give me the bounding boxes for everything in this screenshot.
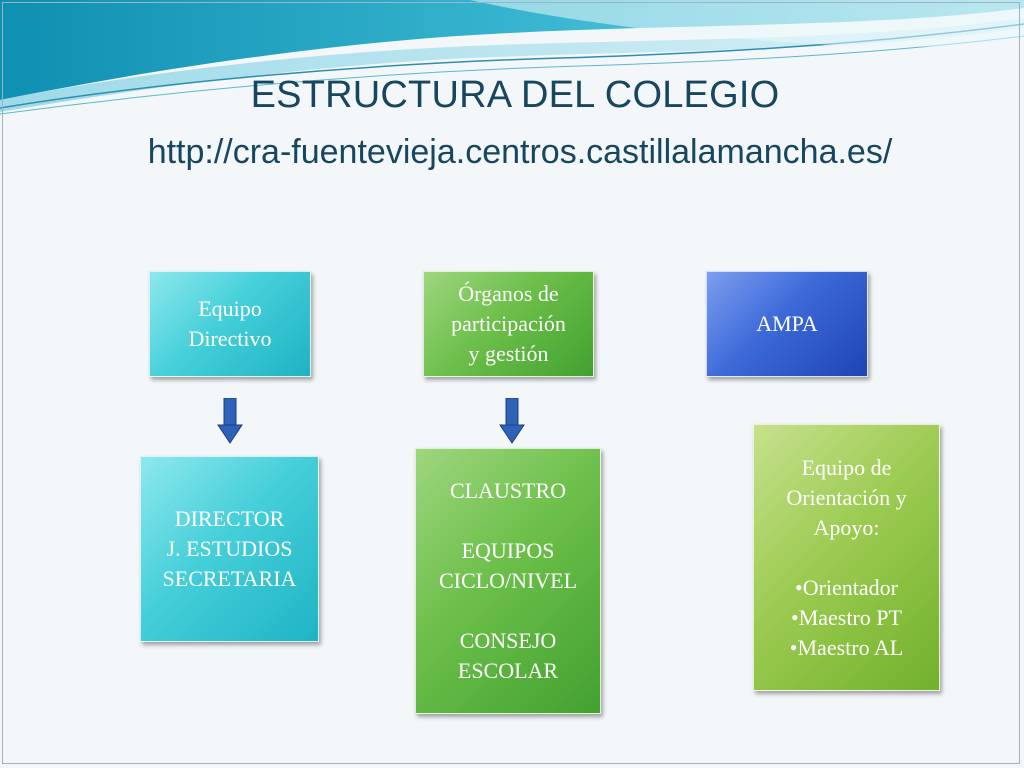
box-text-line: Órganos de (458, 281, 559, 306)
box-claustro: CLAUSTRO EQUIPOS CICLO/NIVEL CONSEJO ESCOLAR (415, 448, 601, 714)
box-text-line: ESCOLAR (457, 658, 559, 683)
box-text-line: EQUIPOS (461, 538, 555, 563)
box-text-line: Apoyo: (813, 514, 880, 540)
box-text-line: CONSEJO (459, 628, 557, 653)
box-text-line: •Orientador (795, 574, 898, 600)
box-text-line: AMPA (756, 311, 818, 336)
school-url: http://cra-fuentevieja.centros.castillal… (147, 133, 893, 171)
box-director: DIRECTOR J. ESTUDIOS SECRETARIA (140, 456, 319, 642)
box-text-line: CLAUSTRO (449, 478, 567, 503)
header-wave-decoration (0, 0, 1024, 115)
box-text-line: y gestión (468, 341, 549, 366)
down-arrow-icon (217, 398, 243, 444)
box-text-line: DIRECTOR (174, 506, 285, 531)
box-text-line: Equipo (198, 296, 262, 321)
box-equipo-orientacion: Equipo de Orientación y Apoyo: •Orientador •… (753, 424, 940, 691)
box-ampa: AMPA (706, 271, 868, 377)
down-arrow-icon (499, 398, 525, 444)
box-text-line: •Maestro PT (791, 604, 902, 630)
box-text-line: •Maestro AL (789, 634, 904, 660)
box-text-line: Directivo (188, 326, 272, 351)
box-text-line: Orientación y (786, 484, 907, 510)
box-organos-participacion: Órganos de participación y gestión (423, 271, 594, 377)
box-text-line: J. ESTUDIOS (166, 536, 293, 561)
box-text-line: CICLO/NIVEL (438, 568, 578, 593)
box-text-line: Equipo de (801, 454, 892, 480)
box-text-line: participación (451, 311, 566, 336)
box-text-line: SECRETARIA (162, 566, 297, 591)
slide-title: ESTRUCTURA DEL COLEGIO (250, 74, 780, 116)
